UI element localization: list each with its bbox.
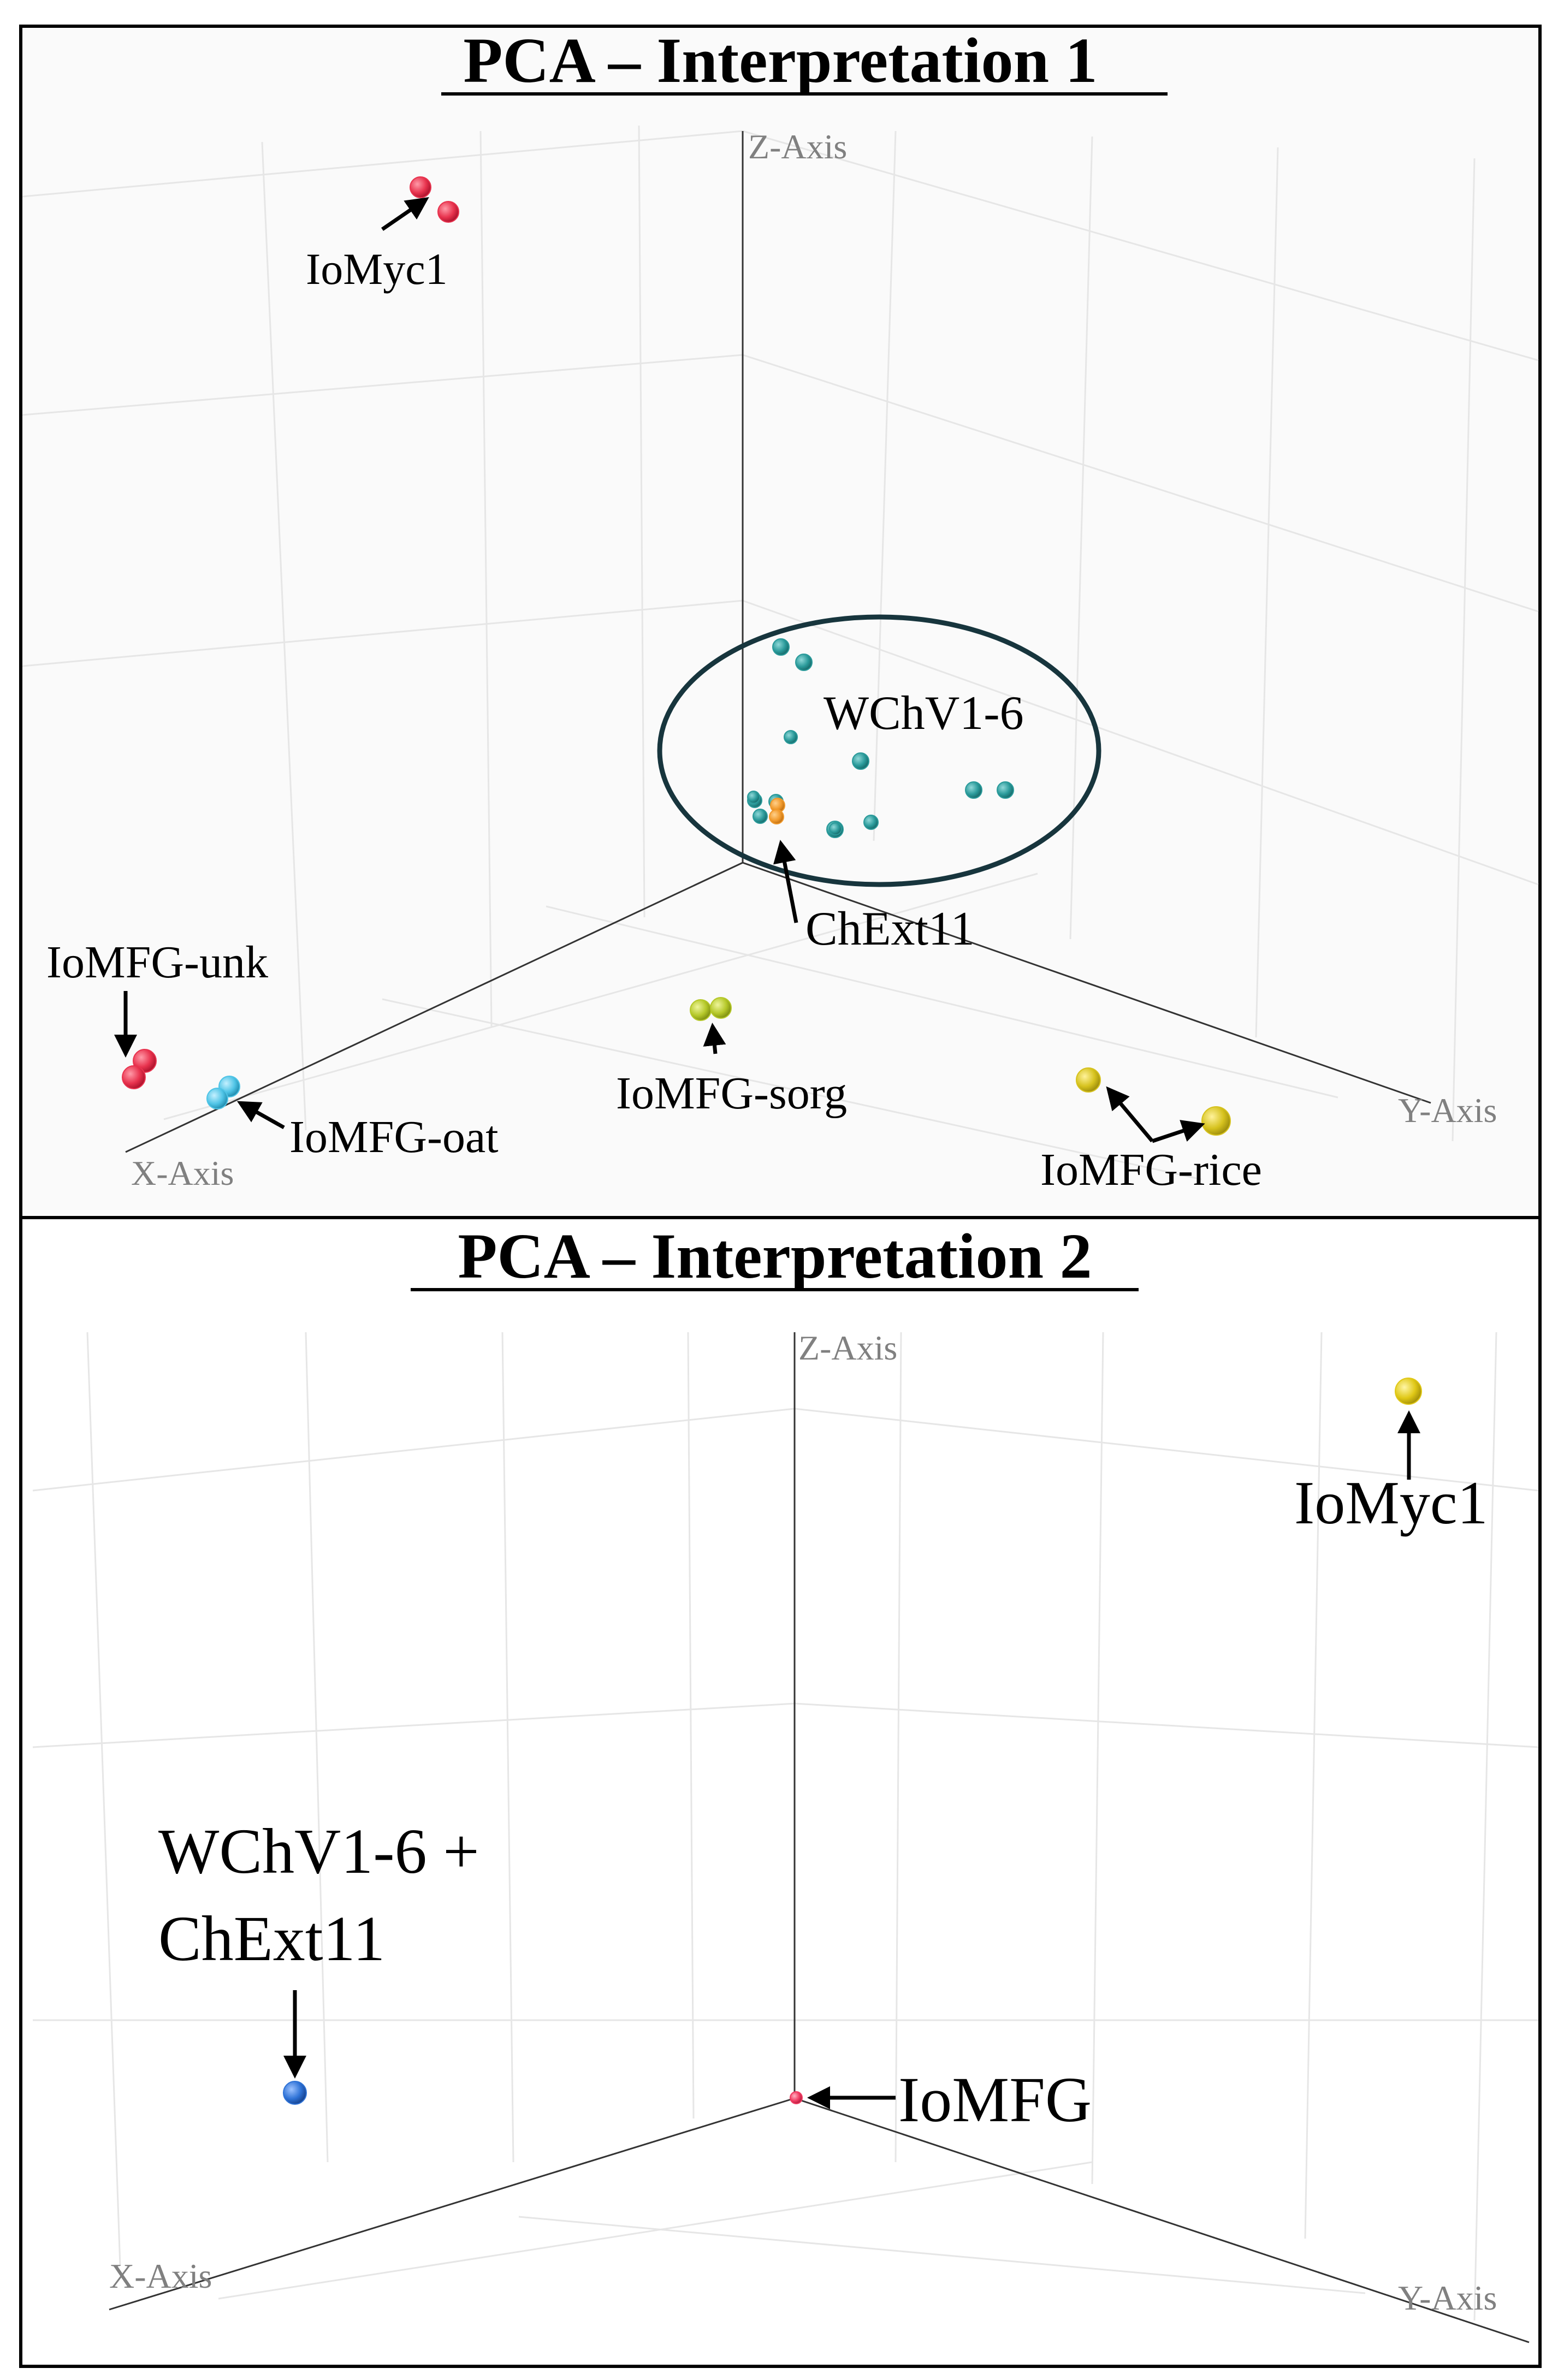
x-axis-label: X-Axis [131, 1154, 234, 1192]
point-wchv1-6 [852, 752, 869, 770]
point-iomfg-rice [1076, 1067, 1101, 1093]
label-iomfg-rice: IoMFG-rice [1040, 1144, 1262, 1195]
point-wchv1-6 [772, 638, 790, 656]
panel1-points [122, 176, 1231, 1136]
point-iomfg-oat [206, 1088, 228, 1109]
panel2-points [283, 1378, 1422, 2105]
x-axis-label-2: X-Axis [109, 2257, 212, 2295]
panel2-title: PCA – Interpretation 2 [458, 1220, 1092, 1292]
point-wchv1-6 [795, 654, 813, 671]
point-iomyc1 [1395, 1378, 1422, 1405]
z-axis-label-2: Z-Axis [798, 1328, 897, 1367]
plot-background-2 [22, 1219, 1538, 2365]
label-iomfg-unk: IoMFG-unk [46, 937, 268, 988]
point-iomfg-sorg [710, 997, 732, 1019]
arrow-chext11 [773, 840, 798, 923]
y-axis-line [742, 862, 1431, 1104]
panel1-title: PCA – Interpretation 1 [463, 25, 1097, 96]
point-wchv1-6 [997, 781, 1014, 799]
label-wchv-chext-line2: ChExt11 [158, 1903, 385, 1974]
plot-background [22, 28, 1538, 1216]
point-wchv1-6 [863, 815, 879, 830]
axes [125, 131, 1431, 1153]
label-iomfg-sorg: IoMFG-sorg [616, 1068, 847, 1119]
point-iomfg-unk [122, 1065, 146, 1089]
panel-interpretation-2: Z-Axis X-Axis Y-Axis IoMyc1 WChV1-6 + Ch… [22, 1219, 1539, 2365]
point-iomyc1 [437, 201, 459, 223]
label-iomfg: IoMFG [898, 2064, 1092, 2135]
y-axis-line-2 [794, 2097, 1530, 2343]
point-wchv1-6 [747, 791, 760, 804]
label-iomfg-oat: IoMFG-oat [289, 1112, 499, 1162]
arrow-iomfg-sorg [703, 1023, 726, 1054]
point-wchv1-6 [784, 730, 798, 744]
panel-interpretation-1: Z-Axis X-Axis Y-Axis IoMyc1 WChV1-6 ChEx… [22, 25, 1539, 1216]
annotation-arrows-2 [283, 1410, 1420, 2109]
x-axis-line-2 [109, 2097, 795, 2311]
x-axis-line [125, 862, 743, 1153]
arrow-iomfg-rice-b [1151, 1120, 1205, 1143]
grid-lines-2 [32, 1332, 1539, 2321]
axes-2 [109, 1332, 1530, 2343]
point-wchv1-6-chext11 [283, 2081, 307, 2105]
annotation-arrows [114, 197, 1205, 1143]
y-axis-label: Y-Axis [1398, 1091, 1497, 1130]
label-iomyc1: IoMyc1 [306, 244, 448, 294]
point-iomfg-sorg [690, 999, 712, 1021]
arrow-iomfg-oat [236, 1101, 285, 1130]
point-wchv1-6 [829, 822, 842, 835]
point-chext11 [769, 809, 784, 824]
grid-lines [22, 125, 1539, 1180]
point-iomyc1 [410, 176, 431, 198]
label-wchv-chext-line1: WChV1-6 + [158, 1815, 479, 1887]
label-iomyc1-2: IoMyc1 [1294, 1469, 1488, 1537]
point-wchv1-6 [965, 781, 982, 799]
point-iomfg-rice [1201, 1106, 1231, 1136]
y-axis-label-2: Y-Axis [1398, 2278, 1497, 2317]
point-iomfg [790, 2091, 803, 2104]
point-wchv1-6 [753, 809, 768, 824]
arrow-iomyc1 [381, 197, 429, 231]
label-wchv1-6: WChV1-6 [824, 687, 1024, 740]
label-chext11: ChExt11 [805, 903, 975, 955]
z-axis-label: Z-Axis [748, 127, 847, 166]
cluster-ellipse [657, 614, 1101, 887]
arrow-iomfg-rice-a [1106, 1086, 1154, 1143]
